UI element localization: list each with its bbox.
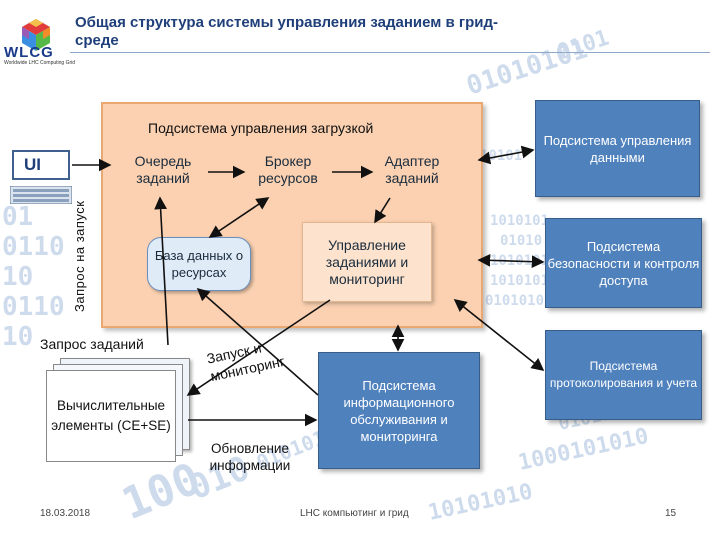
- svg-text:01: 01: [2, 202, 33, 232]
- keyboard-icon: [10, 186, 72, 204]
- security-label: Подсистема безопасности и контроля досту…: [547, 238, 700, 288]
- ui-terminal: UI: [12, 150, 70, 180]
- svg-text:0110: 0110: [2, 232, 65, 262]
- data-management-label: Подсистема управления данными: [543, 132, 692, 165]
- info-update-label: Обновление информации: [209, 441, 291, 473]
- svg-text:01010: 01010: [500, 233, 542, 249]
- svg-text:10: 10: [2, 262, 33, 292]
- svg-text:10: 10: [2, 322, 33, 352]
- job-management-label: Управление заданиями и мониторинг: [325, 236, 409, 287]
- resource-broker-node: Брокер ресурсов: [258, 153, 318, 186]
- logo-subtitle: Worldwide LHC Computing Grid: [4, 60, 76, 66]
- job-request-label: Запрос заданий: [40, 336, 144, 352]
- arrow-broker-to-database: [208, 197, 270, 238]
- info-service-box: Подсистема информационного обслуживания …: [318, 352, 480, 469]
- job-adapter-node: Адаптер заданий: [384, 153, 440, 186]
- data-management-box: Подсистема управления данными: [535, 100, 700, 197]
- arrow-database-to-info-service: [196, 287, 319, 396]
- svg-text:1010101: 1010101: [490, 273, 549, 289]
- svg-text:0110: 0110: [2, 292, 65, 322]
- wlcg-logo: [22, 19, 50, 51]
- job-management-node: Управление заданиями и мониторинг: [302, 222, 432, 302]
- compute-elements-label: Вычислительные элементы (CE+SE): [51, 398, 171, 433]
- arrow-panel-to-data-mgmt: [477, 145, 535, 165]
- job-queue-node: Очередь заданий: [134, 153, 192, 186]
- compute-elements-box: Вычислительные элементы (CE+SE): [46, 370, 176, 462]
- footer-date: 18.03.2018: [40, 508, 91, 519]
- logo-text: WLCG: [4, 44, 54, 61]
- info-service-label: Подсистема информационного обслуживания …: [343, 377, 455, 444]
- security-box: Подсистема безопасности и контроля досту…: [545, 218, 702, 308]
- arrow-panel-to-security: [477, 253, 545, 269]
- resource-database-label: База данных о ресурсах: [154, 248, 244, 280]
- footer-center: LHC компьютинг и грид: [300, 508, 409, 519]
- page-title: Общая структура системы управления задан…: [75, 14, 499, 49]
- load-subsystem-label: Подсистема управления загрузкой: [148, 120, 374, 136]
- logging-label: Подсистема протоколирования и учета: [549, 359, 698, 390]
- arrow-adapter-to-management: [374, 197, 391, 224]
- svg-text:1010101: 1010101: [490, 213, 549, 229]
- header-divider: [70, 52, 710, 53]
- footer-page-number: 15: [665, 508, 677, 519]
- arrow-management-to-compute: [186, 299, 331, 396]
- ui-label: UI: [24, 155, 41, 174]
- logging-box: Подсистема протоколирования и учета: [545, 330, 702, 420]
- arrow-request-to-queue: [154, 196, 169, 346]
- arrow-panel-to-logging: [453, 299, 545, 371]
